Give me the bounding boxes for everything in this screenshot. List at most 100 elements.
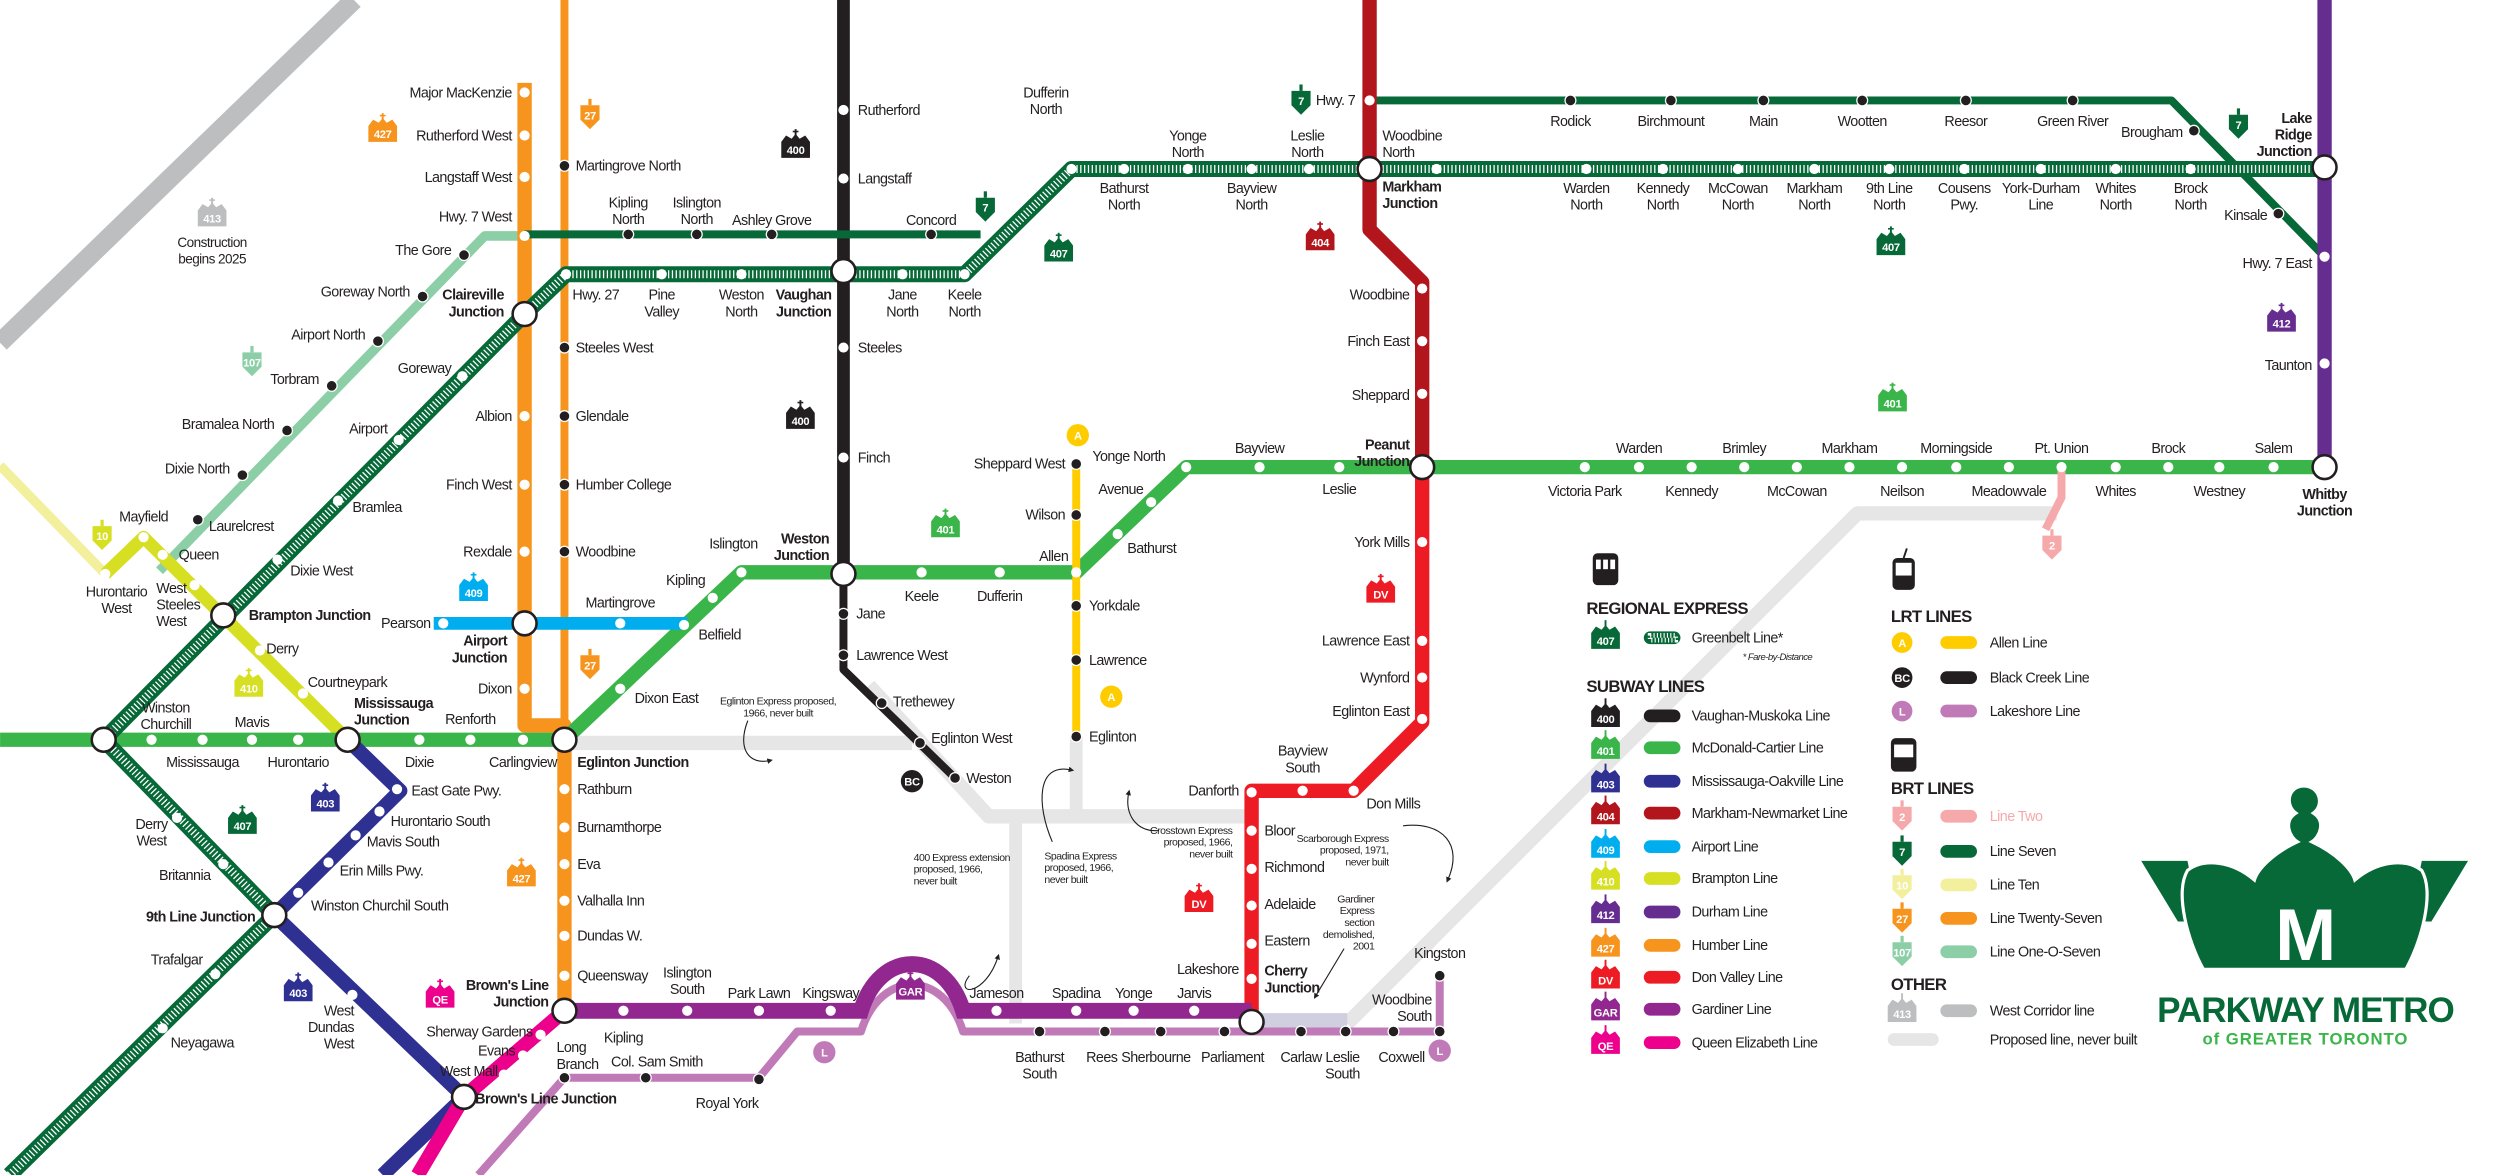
- station-dot[interactable]: [171, 812, 183, 823]
- station-dot[interactable]: [2319, 358, 2330, 369]
- legend-item-label[interactable]: Brampton Line: [1692, 871, 1779, 887]
- station-dot[interactable]: [2110, 462, 2121, 473]
- station-dot[interactable]: [517, 1050, 529, 1061]
- legend-item-label[interactable]: Allen Line: [1990, 635, 2048, 651]
- station-dot[interactable]: [1633, 462, 1645, 473]
- station-dot[interactable]: [1071, 1005, 1082, 1016]
- station-dot[interactable]: [753, 1005, 765, 1016]
- station-dot-brt-lrt[interactable]: [236, 469, 249, 482]
- legend-item-label[interactable]: McDonald-Cartier Line: [1692, 741, 1825, 757]
- station-dot[interactable]: [517, 734, 529, 745]
- station-dot[interactable]: [1181, 462, 1192, 473]
- junction-station[interactable]: [210, 602, 237, 629]
- station-dot-brt-lrt[interactable]: [1433, 969, 1446, 982]
- legend-item-label[interactable]: Greenbelt Line*: [1692, 631, 1785, 647]
- station-dot-brt-lrt[interactable]: [1070, 508, 1083, 522]
- station-dot-brt-lrt[interactable]: [1070, 457, 1083, 471]
- legend-item-label[interactable]: Line Twenty-Seven: [1990, 911, 2103, 927]
- station-dot-brt-lrt[interactable]: [2066, 94, 2079, 107]
- station-dot-brt-lrt[interactable]: [1856, 94, 1869, 107]
- legend-item-label[interactable]: Vaughan-Muskoka Line: [1692, 709, 1831, 725]
- station-dot-brt-lrt[interactable]: [913, 736, 927, 750]
- station-dot[interactable]: [1128, 1005, 1139, 1016]
- junction-station[interactable]: [334, 726, 361, 753]
- legend-item-label[interactable]: Line Seven: [1990, 844, 2057, 860]
- station-dot[interactable]: [1884, 163, 1895, 175]
- station-dot[interactable]: [897, 269, 908, 280]
- station-dot[interactable]: [678, 619, 690, 631]
- station-dot-brt-lrt[interactable]: [690, 228, 703, 241]
- station-dot[interactable]: [189, 580, 200, 591]
- station-dot[interactable]: [535, 1029, 546, 1040]
- station-dot[interactable]: [1417, 713, 1428, 725]
- station-dot[interactable]: [991, 1005, 1002, 1016]
- station-dot[interactable]: [2056, 462, 2067, 473]
- station-dot-brt-lrt[interactable]: [558, 478, 571, 491]
- station-dot[interactable]: [1686, 462, 1697, 473]
- station-dot[interactable]: [1581, 163, 1592, 175]
- station-dot[interactable]: [2268, 462, 2279, 473]
- station-dot[interactable]: [1959, 163, 1970, 175]
- station-dot-brt-lrt[interactable]: [2187, 124, 2200, 137]
- station-dot-brt-lrt[interactable]: [1098, 1025, 1111, 1038]
- station-dot-brt-lrt[interactable]: [1757, 94, 1770, 107]
- station-dot[interactable]: [1417, 672, 1428, 683]
- junction-station[interactable]: [90, 726, 117, 753]
- station-dot[interactable]: [618, 1005, 629, 1016]
- station-dot-brt-lrt[interactable]: [1433, 1025, 1446, 1038]
- station-dot[interactable]: [465, 734, 476, 745]
- station-dot-brt-lrt[interactable]: [1294, 1025, 1308, 1038]
- station-dot-brt-lrt[interactable]: [280, 424, 294, 437]
- station-dot[interactable]: [2035, 163, 2046, 175]
- station-dot[interactable]: [736, 567, 747, 578]
- station-dot[interactable]: [2319, 251, 2330, 262]
- station-dot[interactable]: [438, 618, 449, 629]
- station-dot[interactable]: [332, 495, 344, 506]
- station-dot[interactable]: [157, 1023, 168, 1034]
- station-dot[interactable]: [1189, 1005, 1200, 1016]
- station-dot[interactable]: [1254, 462, 1265, 473]
- station-dot[interactable]: [246, 734, 258, 745]
- station-dot-brt-lrt[interactable]: [558, 159, 571, 172]
- station-dot-brt-lrt[interactable]: [1033, 1025, 1046, 1038]
- station-dot[interactable]: [272, 554, 283, 565]
- station-dot[interactable]: [2110, 163, 2121, 175]
- station-dot[interactable]: [1364, 95, 1375, 106]
- station-dot[interactable]: [1579, 462, 1590, 473]
- station-dot[interactable]: [2163, 462, 2174, 473]
- station-dot[interactable]: [519, 479, 530, 490]
- station-dot-brt-lrt[interactable]: [558, 545, 571, 558]
- station-dot[interactable]: [1896, 462, 1908, 473]
- station-dot-brt-lrt[interactable]: [925, 228, 938, 241]
- legend-item-label[interactable]: Line One-O-Seven: [1990, 945, 2102, 961]
- junction-station[interactable]: [1408, 453, 1436, 481]
- junction-station[interactable]: [511, 300, 538, 328]
- station-dot[interactable]: [682, 1005, 693, 1016]
- station-dot[interactable]: [2185, 163, 2196, 175]
- station-dot[interactable]: [1112, 528, 1123, 540]
- station-dot-brt-lrt[interactable]: [1154, 1025, 1167, 1038]
- station-dot-brt-lrt[interactable]: [191, 513, 204, 526]
- station-dot[interactable]: [1657, 163, 1669, 175]
- station-dot[interactable]: [347, 989, 358, 1000]
- legend-item-label[interactable]: Humber Line: [1692, 938, 1769, 954]
- station-dot[interactable]: [1066, 163, 1077, 175]
- junction-station[interactable]: [511, 610, 538, 637]
- station-dot[interactable]: [559, 970, 570, 981]
- station-dot[interactable]: [1732, 163, 1743, 175]
- station-dot[interactable]: [146, 734, 157, 745]
- station-dot[interactable]: [1303, 163, 1315, 175]
- legend-item-label[interactable]: Proposed line, never built: [1990, 1032, 2138, 1048]
- station-dot[interactable]: [656, 269, 667, 280]
- station-dot-brt-lrt[interactable]: [416, 290, 429, 303]
- station-dot-brt-lrt[interactable]: [765, 228, 778, 241]
- station-dot[interactable]: [825, 1005, 836, 1016]
- station-dot[interactable]: [1348, 785, 1359, 796]
- station-dot-brt-lrt[interactable]: [752, 1073, 766, 1086]
- station-dot[interactable]: [1071, 567, 1082, 578]
- junction-station[interactable]: [2311, 154, 2338, 181]
- station-dot[interactable]: [138, 532, 149, 543]
- station-dot[interactable]: [1246, 825, 1257, 836]
- station-dot[interactable]: [615, 683, 626, 694]
- junction-station[interactable]: [551, 997, 578, 1025]
